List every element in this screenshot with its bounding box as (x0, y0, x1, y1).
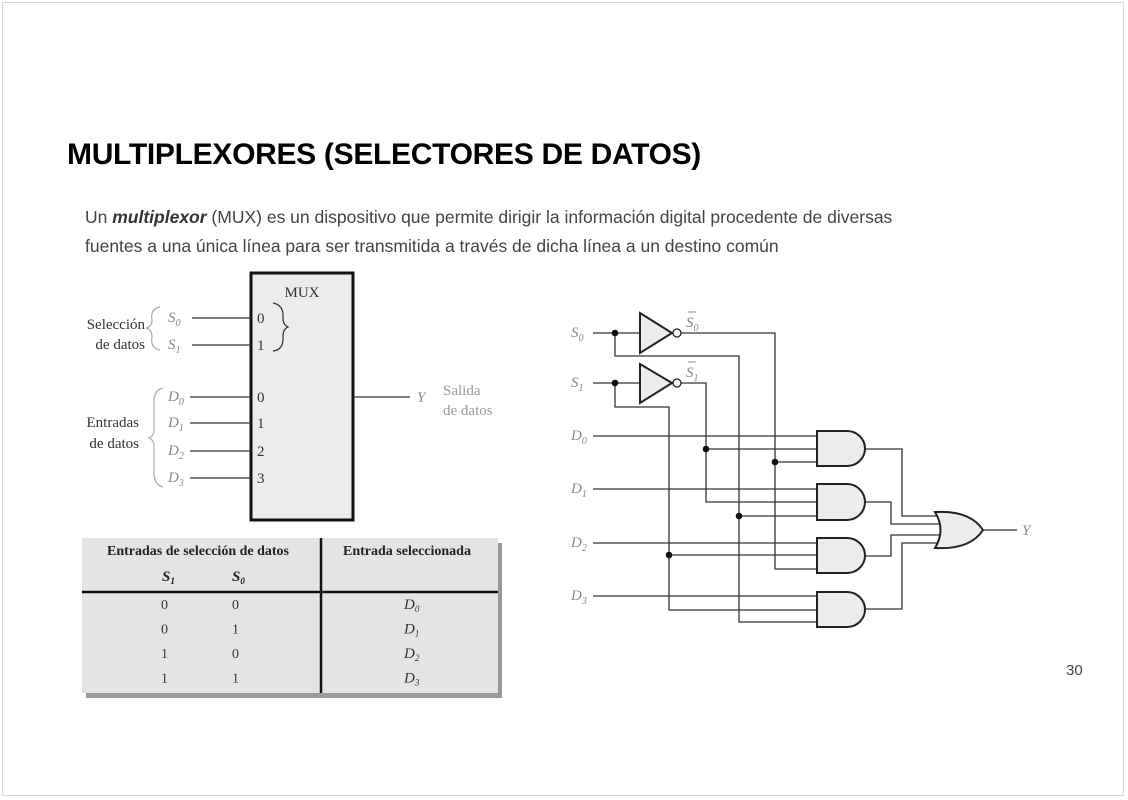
junction-dot (611, 379, 619, 387)
slide-title: MULTIPLEXORES (SELECTORES DE DATOS) (67, 138, 702, 171)
intro-term: multiplexor (112, 207, 207, 227)
intro-line-2: fuentes a una única línea para ser trans… (85, 236, 779, 256)
and-gate (816, 591, 866, 628)
page-number: 30 (1066, 662, 1083, 679)
intro-prefix: Un (85, 207, 113, 227)
and-gate (816, 430, 866, 467)
select-input-label: S1 (168, 337, 181, 356)
data-input-label: D0 (167, 389, 184, 408)
inverter-bubble (672, 378, 682, 388)
circuit-wire (865, 534, 940, 557)
circuit-input-label: D1 (570, 481, 587, 500)
data-input-label: D3 (167, 470, 184, 489)
data-group-label: de datos (89, 436, 139, 452)
mux-title: MUX (284, 285, 319, 301)
table-background (82, 538, 498, 693)
junction-dot (771, 458, 779, 466)
table-row: 0 0 D0 (161, 597, 420, 614)
mux-box (249, 271, 355, 522)
and-gate (816, 483, 866, 521)
circuit-wire (865, 501, 940, 525)
cell-s1: 0 (161, 598, 168, 613)
cell-selected-input: D1 (403, 622, 419, 639)
cell-selected-input: D3 (403, 671, 420, 688)
header-selected-input: Entrada seleccionada (343, 544, 471, 559)
cell-s1: 0 (161, 623, 168, 638)
col-s0: S0 (232, 569, 245, 586)
or-gate (933, 510, 985, 550)
data-pin-number: 1 (257, 416, 265, 432)
circuit-input-label: S0 (571, 325, 584, 344)
circuit-wire (614, 333, 817, 623)
selection-table: Entradas de selección de datos Entrada s… (82, 538, 502, 698)
mux-block-diagram: MUX Selección de datos Entradas de datos… (87, 271, 493, 522)
select-group-label: Selección (87, 317, 146, 333)
inverter-bubble (672, 328, 682, 338)
select-pin-number: 1 (257, 338, 265, 354)
output-label: Salida (443, 383, 481, 399)
data-pin-number: 0 (257, 390, 265, 406)
circuit-input-label: S1 (571, 375, 584, 394)
circuit-input-label: D0 (570, 428, 587, 447)
select-group-label: de datos (95, 337, 145, 353)
junction-dot (611, 329, 619, 337)
intro-line-1: Un multiplexor (MUX) es un dispositivo q… (85, 207, 892, 228)
circuit-wire (865, 448, 938, 517)
cell-s1: 1 (161, 647, 168, 662)
table-row: 1 1 D3 (161, 671, 420, 688)
junction-dot (702, 445, 710, 453)
circuit-input-label: D2 (570, 535, 587, 554)
not-gate (639, 362, 674, 405)
not-gate (639, 311, 674, 355)
data-input-label: D1 (167, 415, 184, 434)
inverted-select-label: S1 (686, 365, 699, 384)
cell-selected-input: D2 (403, 646, 420, 663)
intro-rest: (MUX) es un dispositivo que permite diri… (206, 207, 893, 227)
pin-brace (272, 302, 290, 352)
data-pin-number: 2 (257, 444, 265, 460)
select-input-label: S0 (168, 310, 181, 329)
cell-s0: 0 (232, 598, 239, 613)
header-selection-inputs: Entradas de selección de datos (107, 544, 290, 559)
cell-s0: 1 (232, 623, 239, 638)
data-brace (147, 387, 164, 488)
output-y-label: Y (417, 390, 427, 406)
circuit-wire (865, 542, 938, 610)
col-s1: S1 (162, 569, 175, 586)
cell-s1: 1 (161, 672, 168, 687)
cell-s0: 0 (232, 647, 239, 662)
data-group-label: Entradas (87, 415, 140, 431)
inverted-select-label: S0 (686, 315, 699, 334)
select-pin-number: 0 (257, 311, 265, 327)
cell-selected-input: D0 (403, 597, 420, 614)
output-label: de datos (443, 403, 493, 419)
table-row: 0 1 D1 (161, 622, 419, 639)
circuit-input-label: D3 (570, 588, 587, 607)
junction-dot (735, 512, 743, 520)
select-brace (145, 306, 161, 351)
circuit-output-label: Y (1022, 523, 1032, 539)
junction-dot (665, 551, 673, 559)
and-gate (816, 537, 866, 574)
table-row: 1 0 D2 (161, 646, 420, 663)
circuit-wire (681, 382, 817, 503)
data-pin-number: 3 (257, 471, 265, 487)
circuit-wire (614, 383, 817, 611)
cell-s0: 1 (232, 672, 239, 687)
circuit-wire (681, 332, 817, 570)
data-input-label: D2 (167, 443, 184, 462)
